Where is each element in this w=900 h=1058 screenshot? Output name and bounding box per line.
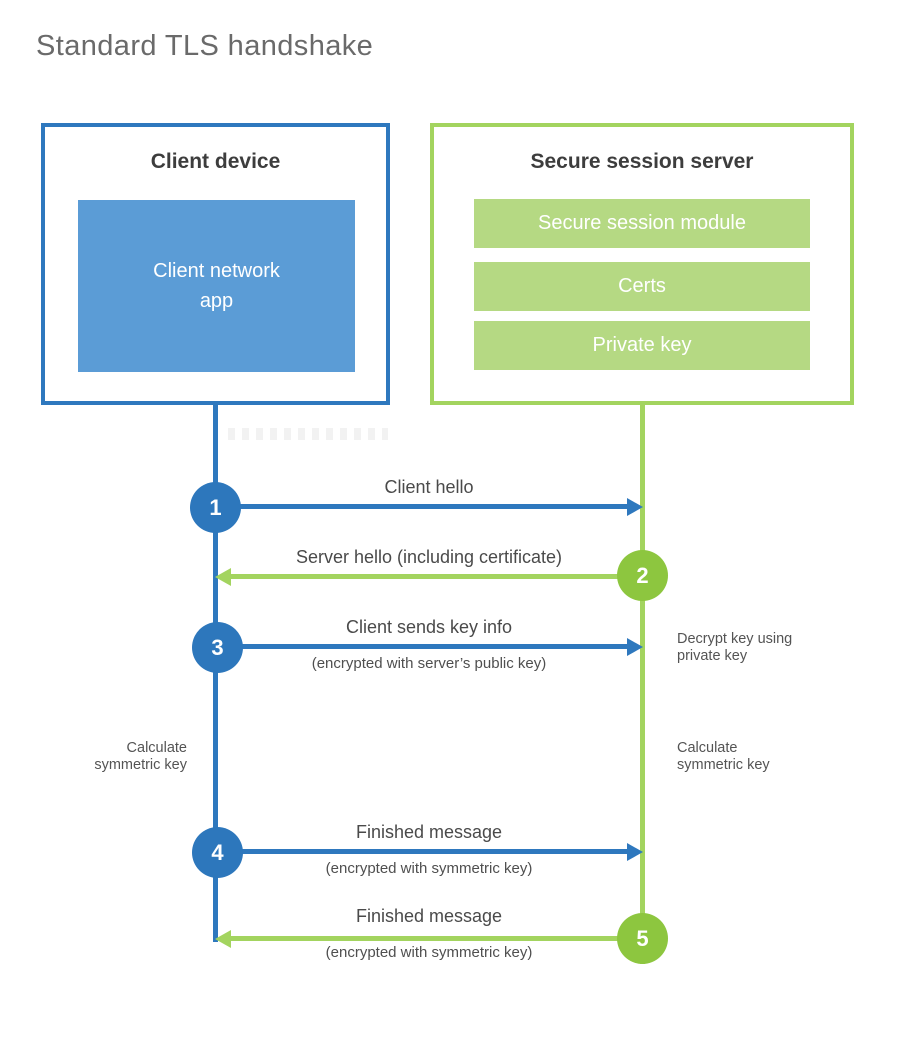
client-app-label-line1: Client network xyxy=(153,260,280,282)
note-calculate-symmetric-key-server: Calculate symmetric key xyxy=(677,740,770,774)
message-5-label: Finished message xyxy=(355,906,503,926)
message-3-arrow-line xyxy=(215,644,630,649)
message-4-arrow-line xyxy=(215,849,630,854)
step-2-badge: 2 xyxy=(617,550,668,601)
client-lifeline xyxy=(213,405,218,942)
step-1-badge: 1 xyxy=(190,482,241,533)
step-3-badge: 3 xyxy=(192,622,243,673)
server-lifeline xyxy=(640,405,645,964)
client-app-label-line2: app xyxy=(199,290,234,312)
message-2-arrowhead-left-icon xyxy=(215,568,231,586)
client-network-app-block: Client network app xyxy=(78,200,355,372)
message-5-sublabel: (encrypted with symmetric key) xyxy=(325,944,533,961)
server-title: Secure session server xyxy=(530,150,754,173)
message-1-arrow-line xyxy=(215,504,630,509)
message-3-arrowhead-right-icon xyxy=(627,638,643,656)
client-device-title: Client device xyxy=(150,150,281,173)
message-4-sublabel: (encrypted with symmetric key) xyxy=(325,860,533,877)
message-5-arrowhead-left-icon xyxy=(215,930,231,948)
client-device-box: Client device Client network app xyxy=(41,123,390,405)
message-1-arrowhead-right-icon xyxy=(627,498,643,516)
message-3-sublabel: (encrypted with server’s public key) xyxy=(311,655,547,672)
faint-dashed-artifact xyxy=(228,428,388,440)
secure-session-server-box: Secure session server Secure session mod… xyxy=(430,123,854,405)
message-2-label: Server hello (including certificate) xyxy=(295,547,563,567)
step-4-badge: 4 xyxy=(192,827,243,878)
server-module-private-key: Private key xyxy=(474,321,810,370)
message-5-arrow-line xyxy=(231,936,642,941)
server-module-secure-session: Secure session module xyxy=(474,199,810,248)
message-1-label: Client hello xyxy=(384,477,474,497)
message-3-label: Client sends key info xyxy=(345,617,513,637)
server-module-certs: Certs xyxy=(474,262,810,311)
page-title: Standard TLS handshake xyxy=(36,30,374,62)
note-calculate-symmetric-key-client: Calculate symmetric key xyxy=(94,740,187,774)
note-decrypt-key: Decrypt key using private key xyxy=(677,631,793,665)
message-4-arrowhead-right-icon xyxy=(627,843,643,861)
message-4-label: Finished message xyxy=(355,822,503,842)
step-5-badge: 5 xyxy=(617,913,668,964)
message-2-arrow-line xyxy=(231,574,642,579)
